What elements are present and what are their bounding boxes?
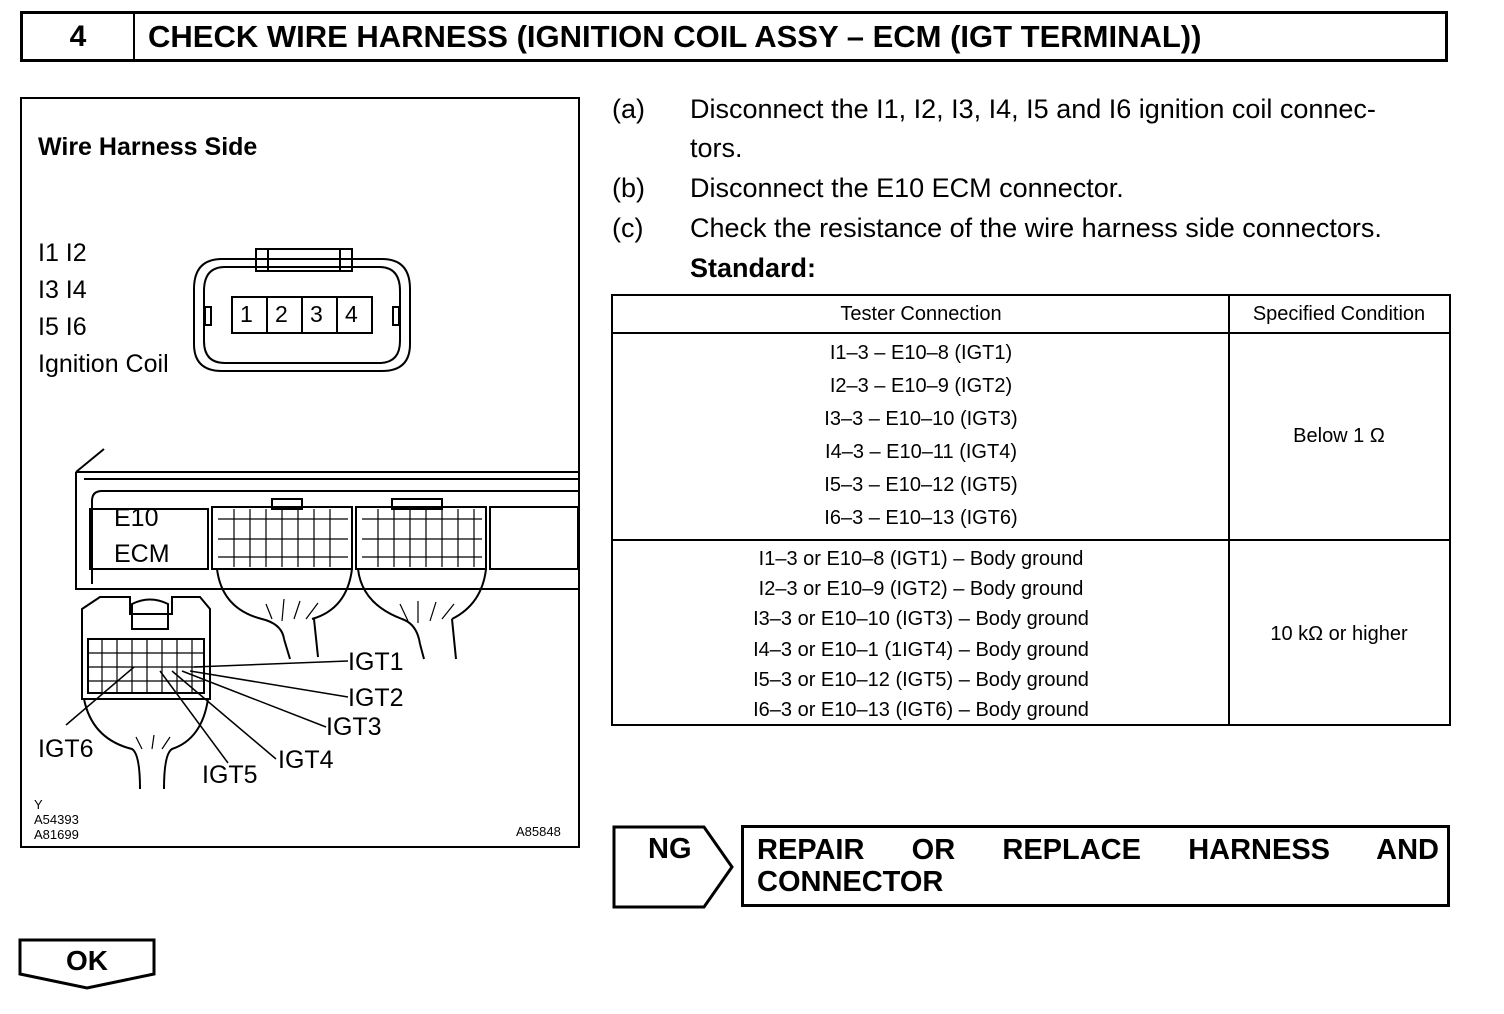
table-cell-condition: Below 1 Ω	[1293, 425, 1385, 447]
coil-pin: 4	[345, 301, 358, 327]
step-a-text: Disconnect the I1, I2, I3, I4, I5 and I6…	[690, 94, 1376, 124]
table-header-connection: Tester Connection	[840, 303, 1002, 325]
table-grid	[613, 296, 1449, 724]
table-cell-connection: I6–3 – E10–13 (IGT6)	[824, 507, 1018, 529]
table-cell-connection: I6–3 or E10–13 (IGT6) – Body ground	[753, 699, 1089, 721]
ng-branch: NG	[612, 825, 736, 909]
step-b-text: Disconnect the E10 ECM connector.	[690, 173, 1124, 203]
igt2-label: IGT2	[348, 684, 404, 712]
table-cell-connection: I4–3 or E10–1 (1IGT4) – Body ground	[753, 639, 1089, 661]
coil-label: I3 I4	[38, 276, 87, 304]
ng-arrow-shape	[612, 825, 734, 909]
ecm-label: ECM	[114, 540, 170, 568]
step-b-mark: (b)	[612, 173, 645, 203]
igt4-label: IGT4	[278, 746, 334, 774]
coil-label: Ignition Coil	[38, 350, 169, 378]
reference-code: A54393	[34, 812, 79, 827]
table-header-condition: Specified Condition	[1252, 303, 1426, 325]
ng-label: NG	[648, 833, 692, 865]
table-cell-connection: I5–3 or E10–12 (IGT5) – Body ground	[753, 669, 1089, 691]
figure-id: A85848	[516, 824, 561, 839]
table-cell-connection: I4–3 – E10–11 (IGT4)	[825, 441, 1017, 463]
table-cell-connection: I3–3 or E10–10 (IGT3) – Body ground	[753, 608, 1089, 630]
reference-code: Y	[34, 797, 43, 812]
step-c-mark: (c)	[612, 213, 644, 243]
step-a-text: tors.	[690, 133, 743, 163]
igt3-label: IGT3	[326, 713, 382, 741]
coil-pin: 3	[310, 301, 323, 327]
table-cell-connection: I2–3 – E10–9 (IGT2)	[829, 375, 1013, 397]
table-cell-connection: I1–3 or E10–8 (IGT1) – Body ground	[758, 548, 1084, 570]
ng-action-text: CONNECTOR	[757, 866, 944, 898]
coil-label: I1 I2	[38, 239, 87, 267]
coil-pin: 2	[275, 301, 288, 327]
step-title: CHECK WIRE HARNESS (IGNITION COIL ASSY –…	[148, 18, 1202, 54]
figure-caption: Wire Harness Side	[38, 133, 258, 161]
table-cell-connection: I1–3 – E10–8 (IGT1)	[829, 342, 1013, 364]
table-cell-condition: 10 kΩ or higher	[1270, 623, 1408, 645]
step-c-text: Check the resistance of the wire harness…	[690, 213, 1382, 243]
ok-label: OK	[66, 945, 108, 976]
standard-label: Standard:	[690, 253, 817, 283]
wiring-figure: Wire Harness Side I1 I2 I3 I4 I5 I6 Igni…	[20, 97, 580, 848]
reference-code: A81699	[34, 827, 79, 842]
table-cell-connection: I2–3 or E10–9 (IGT2) – Body ground	[758, 578, 1084, 600]
ng-action-text: REPAIR OR REPLACE HARNESS AND	[757, 834, 1439, 866]
step-number: 4	[23, 14, 135, 59]
spec-table: Tester Connection Specified Condition I1…	[611, 294, 1451, 726]
step-header: 4 CHECK WIRE HARNESS (IGNITION COIL ASSY…	[20, 11, 1448, 62]
ok-arrow-shape	[18, 938, 156, 990]
igt6-label: IGT6	[38, 735, 94, 763]
ok-branch: OK	[18, 938, 158, 992]
coil-label: I5 I6	[38, 313, 87, 341]
table-cell-connection: I5–3 – E10–12 (IGT5)	[824, 474, 1018, 496]
igt5-label: IGT5	[202, 761, 258, 789]
table-cell-connection: I3–3 – E10–10 (IGT3)	[824, 408, 1018, 430]
igt1-label: IGT1	[348, 648, 404, 676]
ecm-label: E10	[114, 504, 159, 532]
connector-illustration	[65, 248, 578, 790]
coil-pin: 1	[240, 301, 253, 327]
step-a-mark: (a)	[612, 94, 645, 124]
ng-action-box: REPAIR OR REPLACE HARNESS AND CONNECTOR	[741, 825, 1450, 907]
